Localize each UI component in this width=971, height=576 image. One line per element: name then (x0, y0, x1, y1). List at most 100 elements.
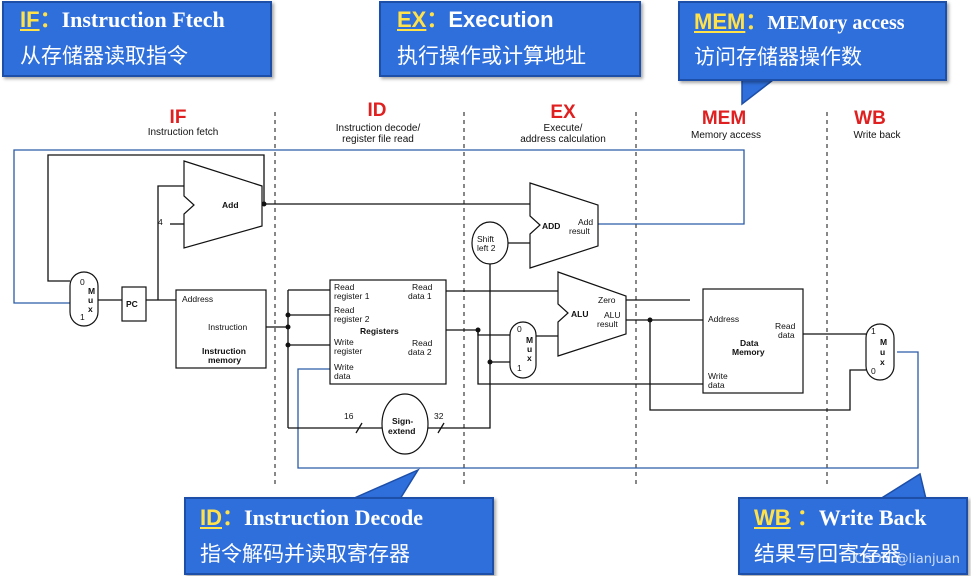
alu-mux-m: M (526, 335, 533, 345)
callout-mem-desc: 访问存储器操作数 (694, 45, 862, 69)
reg-rd1-b: data 1 (408, 291, 432, 301)
if-mux-input1: 1 (80, 312, 85, 322)
if-mux-x: x (88, 304, 93, 314)
if-mux-m: M (88, 286, 95, 296)
alu-mux-x: x (527, 353, 532, 363)
reg-wdata-b: data (334, 371, 351, 381)
callout-if-key: IF (20, 7, 40, 32)
wb-mux-u: u (880, 347, 885, 357)
alu-mux-u: u (527, 344, 532, 354)
callout-ex-sep: ： (426, 7, 449, 32)
wb-mux-m: M (880, 337, 887, 347)
pc-to-adder-wire (157, 185, 184, 300)
junction-dot (285, 324, 291, 330)
callout-wb-sep: ： (790, 505, 819, 530)
alu (557, 271, 627, 357)
callout-if-desc: 从存储器读取指令 (20, 44, 188, 68)
callout-wb-desc: 结果写回寄存器 (754, 542, 901, 566)
stage-sub-if: Instruction fetch (148, 127, 219, 138)
reg-rd2-b: data 2 (408, 347, 432, 357)
alu-result-2: result (597, 319, 618, 329)
data-memory (702, 288, 804, 394)
junction-dot (487, 359, 493, 365)
callout-if-sep: ： (39, 7, 62, 32)
wb-mux-input1: 1 (871, 326, 876, 336)
reg-wdata-a: Write (334, 362, 354, 372)
callout-wb-title: WB ：Write Back (754, 505, 966, 531)
dmem-title-2: Memory (732, 347, 765, 357)
callout-id: ID：Instruction Decode 指令解码并读取寄存器 (184, 497, 494, 575)
stage-sub-id-1: Instruction decode/ (336, 123, 421, 134)
reg-read2-a: Read (334, 305, 355, 315)
writeback-feedback-wire (297, 351, 919, 469)
stage-label-wb: WB (854, 108, 886, 129)
stage-sub-ex-2: address calculation (520, 134, 606, 145)
callout-id-desc: 指令解码并读取寄存器 (200, 542, 410, 566)
bus-slash (355, 422, 363, 434)
alu-mux-input1: 1 (517, 363, 522, 373)
dmem-read-2: data (778, 330, 795, 340)
if-mux-input0: 0 (80, 277, 85, 287)
dmem-write-2: data (708, 380, 725, 390)
alu-src-mux (509, 321, 537, 379)
callout-mem-sep: ： (745, 9, 768, 34)
sign-in-width: 16 (344, 411, 354, 421)
stage-label-id: ID (368, 100, 387, 121)
reg-rd2-a: Read (412, 338, 433, 348)
sign-extend-label-2: extend (388, 426, 415, 436)
stage-label-mem: MEM (702, 108, 746, 129)
callout-ex-text: Execution (448, 7, 554, 32)
dmem-address-label: Address (708, 314, 739, 324)
callout-id-text: Instruction Decode (244, 505, 424, 530)
reg-read1-a: Read (334, 282, 355, 292)
stage-sub-ex-1: Execute/ (544, 123, 583, 134)
sign-extend-out-wire (428, 361, 510, 429)
imem-instruction-label: Instruction (208, 322, 247, 332)
stage-label-if: IF (170, 107, 187, 128)
pc-adder (183, 160, 263, 249)
callout-pointer-wb (877, 472, 927, 500)
shift-label-1: Shift (477, 234, 495, 244)
callout-ex: EX：Execution 执行操作或计算地址 (379, 1, 641, 77)
callout-mem: MEM：MEMory access 访问存储器操作数 (678, 1, 947, 81)
pc-register (121, 286, 147, 322)
dmem-title-1: Data (740, 338, 759, 348)
if-mux-u: u (88, 295, 93, 305)
alu-zero-label: Zero (598, 295, 616, 305)
callout-id-title: ID：Instruction Decode (200, 505, 492, 531)
branch-adder (529, 182, 599, 269)
callout-ex-key: EX (397, 7, 427, 32)
wb-mux-x: x (880, 357, 885, 367)
callout-pointer-mem (741, 79, 776, 106)
stage-sub-id-2: register file read (342, 134, 414, 145)
reg-read1-b: register 1 (334, 291, 370, 301)
callout-if-title: IF：Instruction Ftech (20, 7, 270, 33)
writeback-mux (865, 323, 895, 381)
read-data2-to-memwrite-wire (477, 330, 703, 385)
stage-sub-wb: Write back (853, 130, 901, 141)
callout-wb: WB ：Write Back 结果写回寄存器 CSDN @lianjuan (738, 497, 968, 575)
stage-sub-mem: Memory access (691, 130, 761, 141)
callout-id-sep: ： (222, 505, 245, 530)
alu-label: ALU (571, 309, 588, 319)
callout-mem-text: MEMory access (767, 12, 905, 34)
instruction-memory (175, 289, 267, 369)
dmem-read-1: Read (775, 321, 796, 331)
branch-target-feedback-wire (13, 149, 745, 304)
callout-wb-text: Write Back (818, 505, 927, 530)
registers-title: Registers (360, 326, 399, 336)
wb-mux-input0: 0 (871, 366, 876, 376)
junction-dot (285, 342, 291, 348)
branch-adder-label: ADD (542, 221, 560, 231)
alu-result-bypass-wire (649, 320, 866, 411)
dmem-write-1: Write (708, 371, 728, 381)
shift-label-2: left 2 (477, 243, 496, 253)
junction-dot (285, 312, 291, 318)
imem-title-2: memory (208, 355, 241, 365)
reg-read2-b: register 2 (334, 314, 370, 324)
pc-plus4-loop-wire (47, 154, 265, 282)
junction-dot (647, 317, 653, 323)
pc-label: PC (126, 299, 138, 309)
callout-ex-title: EX：Execution (397, 7, 639, 33)
reg-write-a: Write (334, 337, 354, 347)
